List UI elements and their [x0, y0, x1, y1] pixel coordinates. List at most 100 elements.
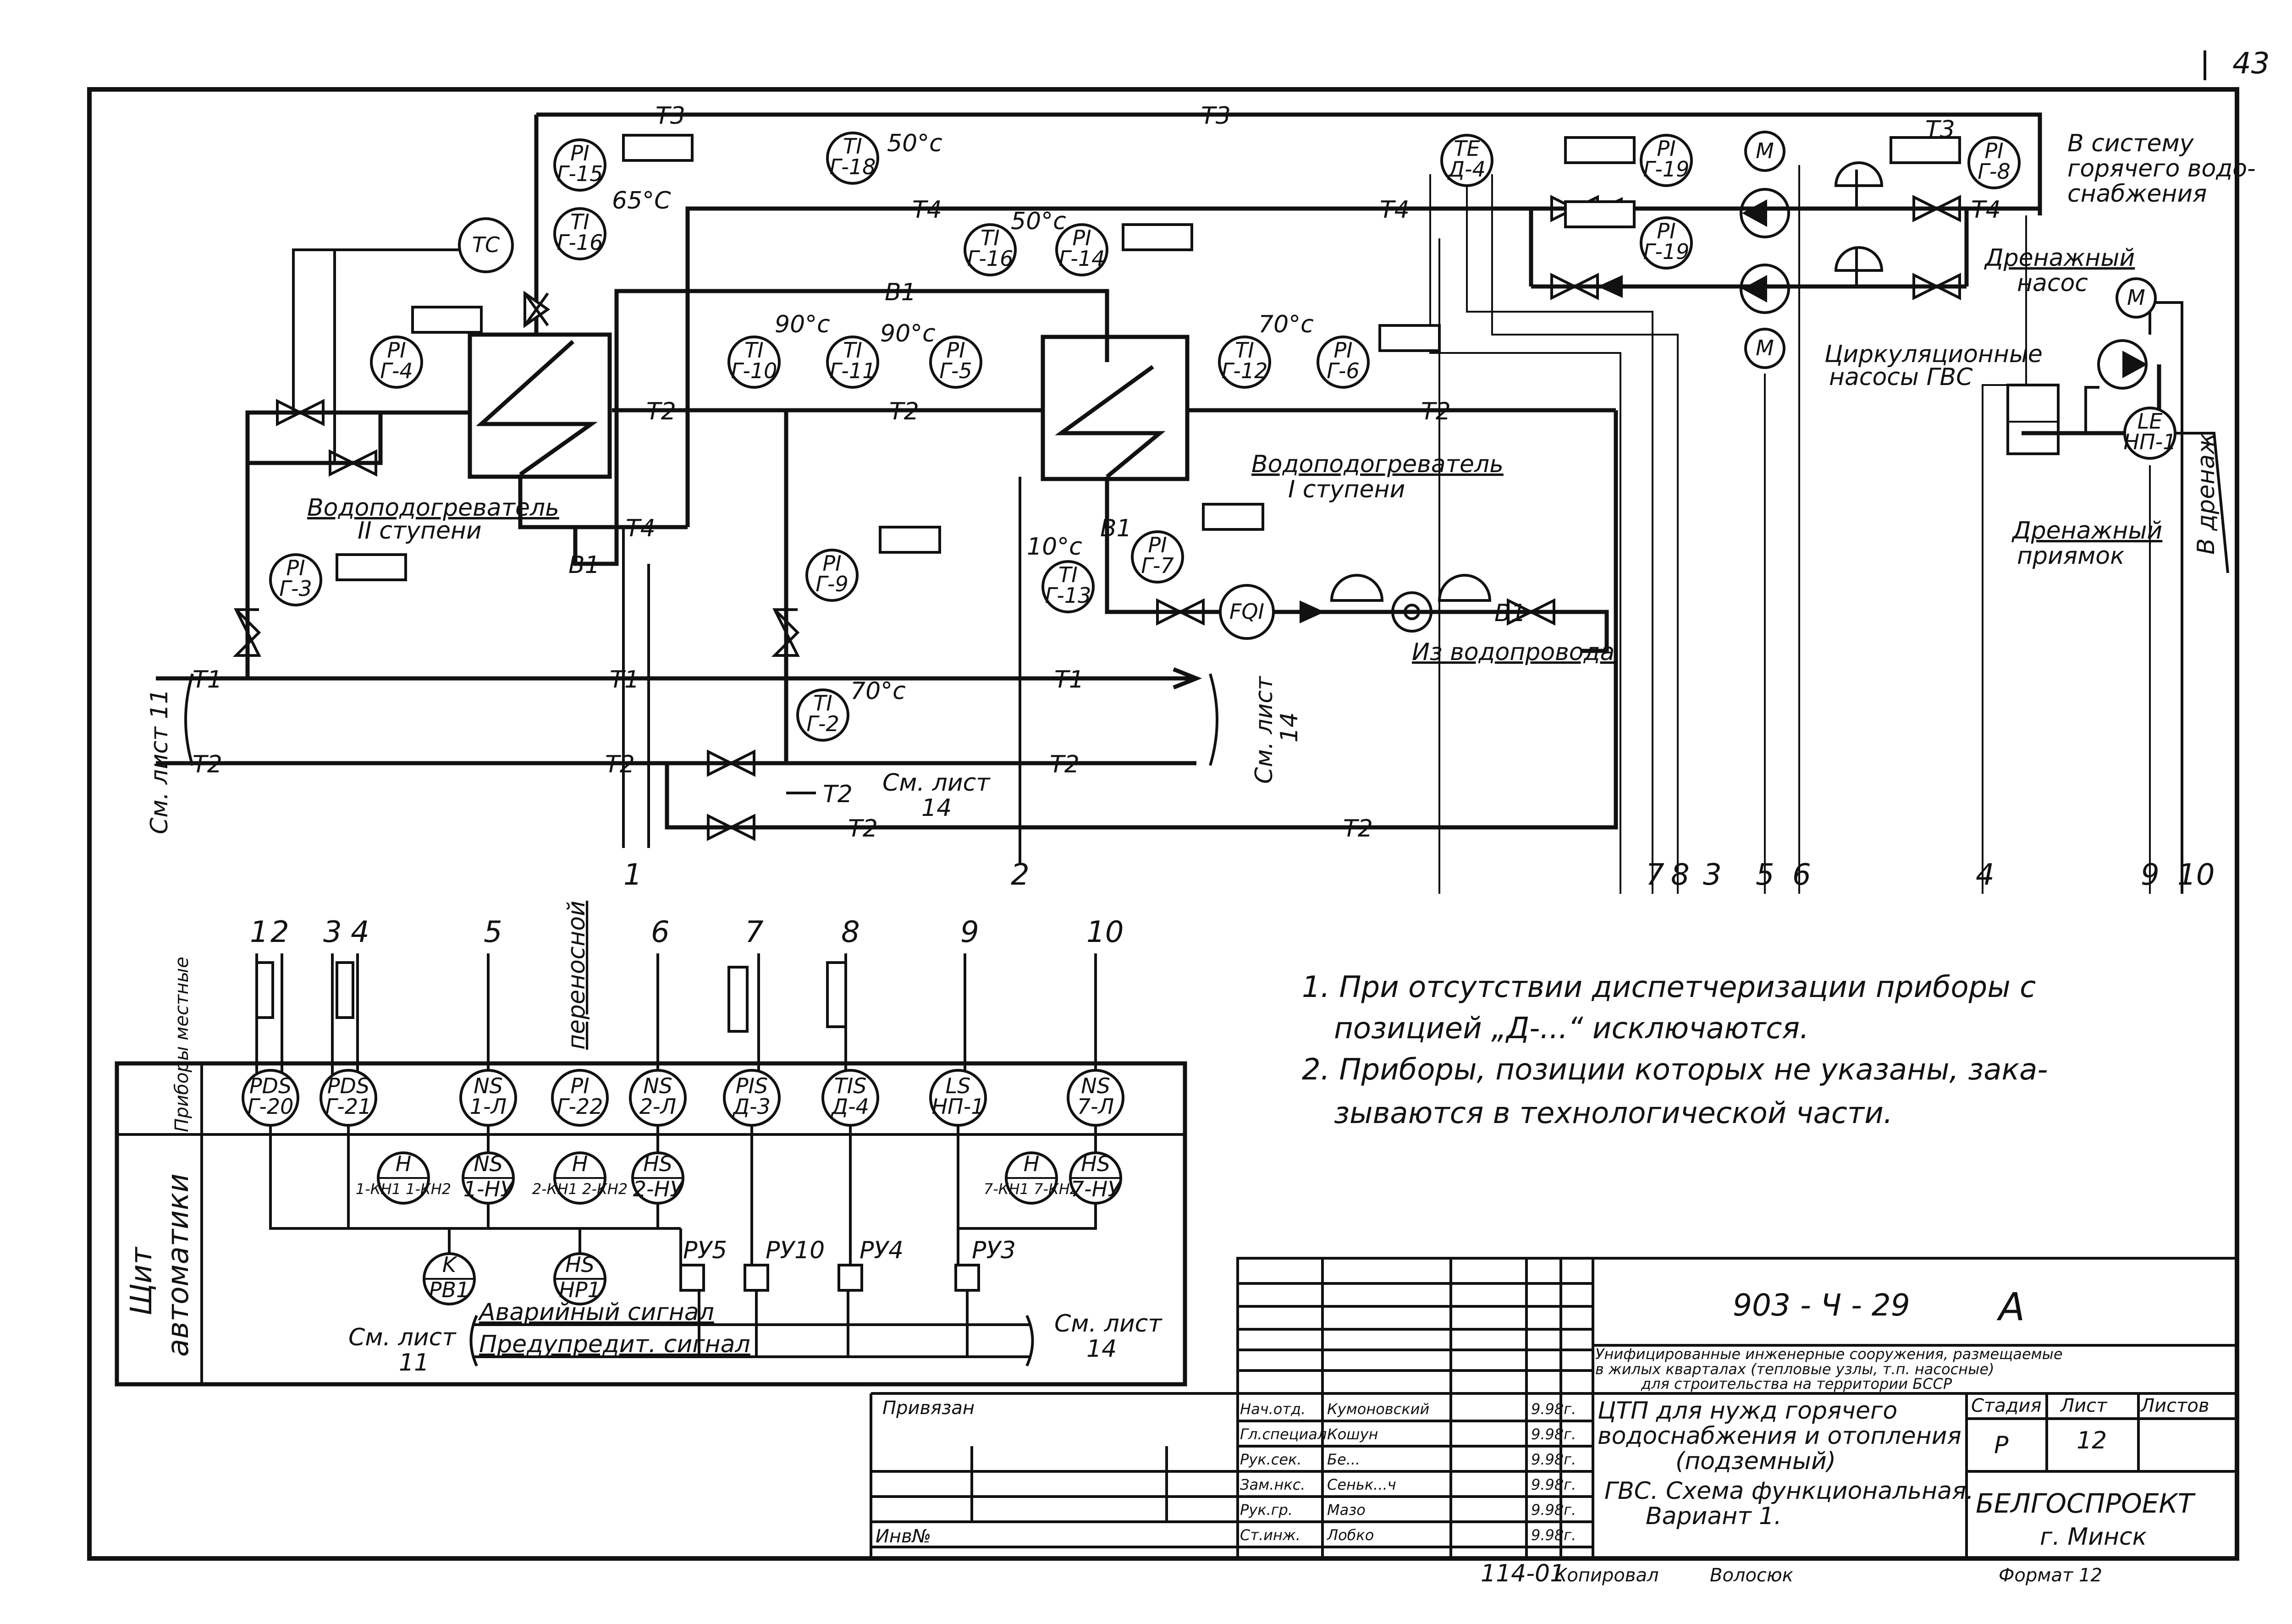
svg-text:Г-16: Г-16 [557, 230, 603, 255]
svg-text:3: 3 [1703, 858, 1722, 892]
svg-text:10°c: 10°c [1027, 533, 1082, 561]
svg-text:Г-9: Г-9 [815, 572, 848, 596]
svg-text:7: 7 [1646, 858, 1664, 892]
svg-text:7-КН1 7-КН2: 7-КН1 7-КН2 [984, 1180, 1079, 1198]
pump-section [1429, 147, 2229, 894]
svg-text:приямок: приямок [2017, 542, 2125, 570]
board-inst-5: H7-КН1 7-КН2 [984, 1151, 1079, 1205]
svg-text:T4: T4 [912, 196, 942, 224]
instrument-i21: PIГ-19 [1640, 216, 1693, 270]
svg-text:Бе...: Бе... [1327, 1451, 1360, 1468]
relay-1: РУ5 [683, 1237, 727, 1264]
svg-text:1-КН1 1-КН2: 1-КН1 1-КН2 [356, 1180, 451, 1198]
indicator-boxes [336, 134, 1961, 581]
svg-text:Г-4: Г-4 [380, 358, 413, 383]
svg-text:TI: TI [813, 691, 832, 716]
svg-text:M: M [1756, 138, 1774, 163]
svg-text:PI: PI [946, 338, 965, 363]
svg-text:70°c: 70°c [1258, 311, 1314, 338]
instrument-i6: TIГ-18 [826, 132, 879, 185]
svg-text:Зам.нкс.: Зам.нкс. [1240, 1476, 1305, 1493]
svg-text:Г-3: Г-3 [279, 576, 312, 601]
instrument-i4: PIГ-4 [370, 336, 423, 389]
svg-text:10: 10 [2177, 858, 2215, 892]
svg-text:Из водопровода: Из водопровода [1412, 639, 1614, 666]
svg-text:для строительства на территори: для строительства на территории БССР [1641, 1375, 1952, 1393]
relay-2: РУ10 [766, 1237, 825, 1264]
svg-text:T2: T2 [1050, 751, 1080, 778]
instrument-i23: M [1744, 131, 1785, 172]
svg-text:Волосюк: Волосюк [1710, 1565, 1793, 1586]
svg-text:PI: PI [570, 141, 589, 165]
svg-text:II ступени: II ступени [358, 517, 482, 545]
svg-text:См. лист: См. лист [1251, 676, 1278, 784]
svg-text:HS: HS [643, 1151, 672, 1176]
board-inst-6: HS7-НУ [1069, 1151, 1122, 1205]
svg-text:7-Л: 7-Л [1077, 1094, 1114, 1119]
svg-text:PDS: PDS [327, 1073, 369, 1098]
svg-text:7: 7 [745, 915, 764, 949]
heater-stage-2 [468, 332, 612, 479]
svg-text:3: 3 [323, 915, 342, 949]
svg-text:Копировал: Копировал [1554, 1565, 1659, 1586]
svg-text:PI: PI [822, 551, 841, 576]
svg-text:70°c: 70°c [850, 677, 906, 705]
svg-text:НР1: НР1 [559, 1277, 601, 1302]
svg-text:NS: NS [474, 1073, 503, 1098]
svg-text:FQI: FQI [1229, 599, 1264, 624]
alarm-signal: Аварийный сигнал [478, 1299, 714, 1326]
instrument-i1: PIГ-15 [553, 138, 606, 192]
svg-text:ЦТП для нужд горячего: ЦТП для нужд горячего [1598, 1397, 1897, 1425]
svg-text:B1: B1 [885, 279, 916, 306]
svg-text:PI: PI [1657, 219, 1675, 243]
svg-text:1-Л: 1-Л [470, 1094, 507, 1119]
svg-text:9.98г.: 9.98г. [1531, 1451, 1576, 1468]
instrument-i2: TIГ-16 [553, 207, 606, 260]
svg-text:T2: T2 [1343, 815, 1373, 842]
svg-text:ГВС. Схема функциональная.: ГВС. Схема функциональная. [1604, 1477, 1974, 1505]
panel-row2-label-1: Щит [125, 1246, 159, 1316]
notes: 1. При отсутствии диспетчеризации прибор… [1302, 970, 2048, 1130]
svg-text:NS: NS [643, 1073, 672, 1098]
svg-text:T3: T3 [1925, 116, 1955, 143]
svg-text:насос: насос [2017, 270, 2088, 297]
svg-text:14: 14 [921, 794, 952, 822]
board-inst-4: HS2-НУ [631, 1151, 684, 1205]
svg-text:БЕЛГОСПРОЕКТ: БЕЛГОСПРОЕКТ [1976, 1488, 2196, 1519]
relay-3: РУ4 [860, 1237, 904, 1264]
svg-text:9.98г.: 9.98г. [1531, 1400, 1576, 1418]
svg-text:9: 9 [960, 915, 979, 949]
svg-text:водоснабжения и отопления: водоснабжения и отопления [1598, 1422, 1961, 1450]
svg-text:г. Минск: г. Минск [2040, 1523, 2147, 1551]
svg-text:Г-14: Г-14 [1059, 246, 1105, 271]
svg-text:См. лист: См. лист [1054, 1310, 1163, 1338]
instrument-i24: M [1744, 328, 1785, 369]
svg-text:4: 4 [1976, 858, 1994, 892]
svg-text:Рук.сек.: Рук.сек. [1240, 1451, 1302, 1468]
svg-text:TI: TI [1235, 338, 1254, 363]
instrument-i7: TIГ-16 [964, 223, 1017, 276]
instrument-i8: PIГ-14 [1055, 223, 1108, 276]
svg-text:PIS: PIS [736, 1073, 768, 1098]
main-piping [156, 112, 2042, 864]
svg-text:Ст.инж.: Ст.инж. [1240, 1526, 1300, 1544]
svg-text:T4: T4 [626, 515, 656, 542]
svg-text:Кумоновский: Кумоновский [1327, 1400, 1429, 1418]
board-inst-3: H2-КН1 2-КН2 [532, 1151, 628, 1205]
valves [232, 195, 1961, 841]
svg-text:Г-22: Г-22 [557, 1094, 603, 1119]
svg-text:T2: T2 [889, 398, 919, 425]
pipe-labels: T3 T3 T3 T4 T4 T4 T4 B1 B1 B1 B1 T2 T2 T… [193, 102, 2001, 842]
svg-text:TI: TI [744, 338, 764, 363]
svg-text:B1: B1 [1100, 515, 1132, 542]
svg-text:7-НУ: 7-НУ [1071, 1177, 1122, 1201]
svg-text:1: 1 [623, 858, 642, 892]
svg-text:T2: T2 [823, 781, 853, 808]
svg-text:11: 11 [399, 1349, 429, 1376]
